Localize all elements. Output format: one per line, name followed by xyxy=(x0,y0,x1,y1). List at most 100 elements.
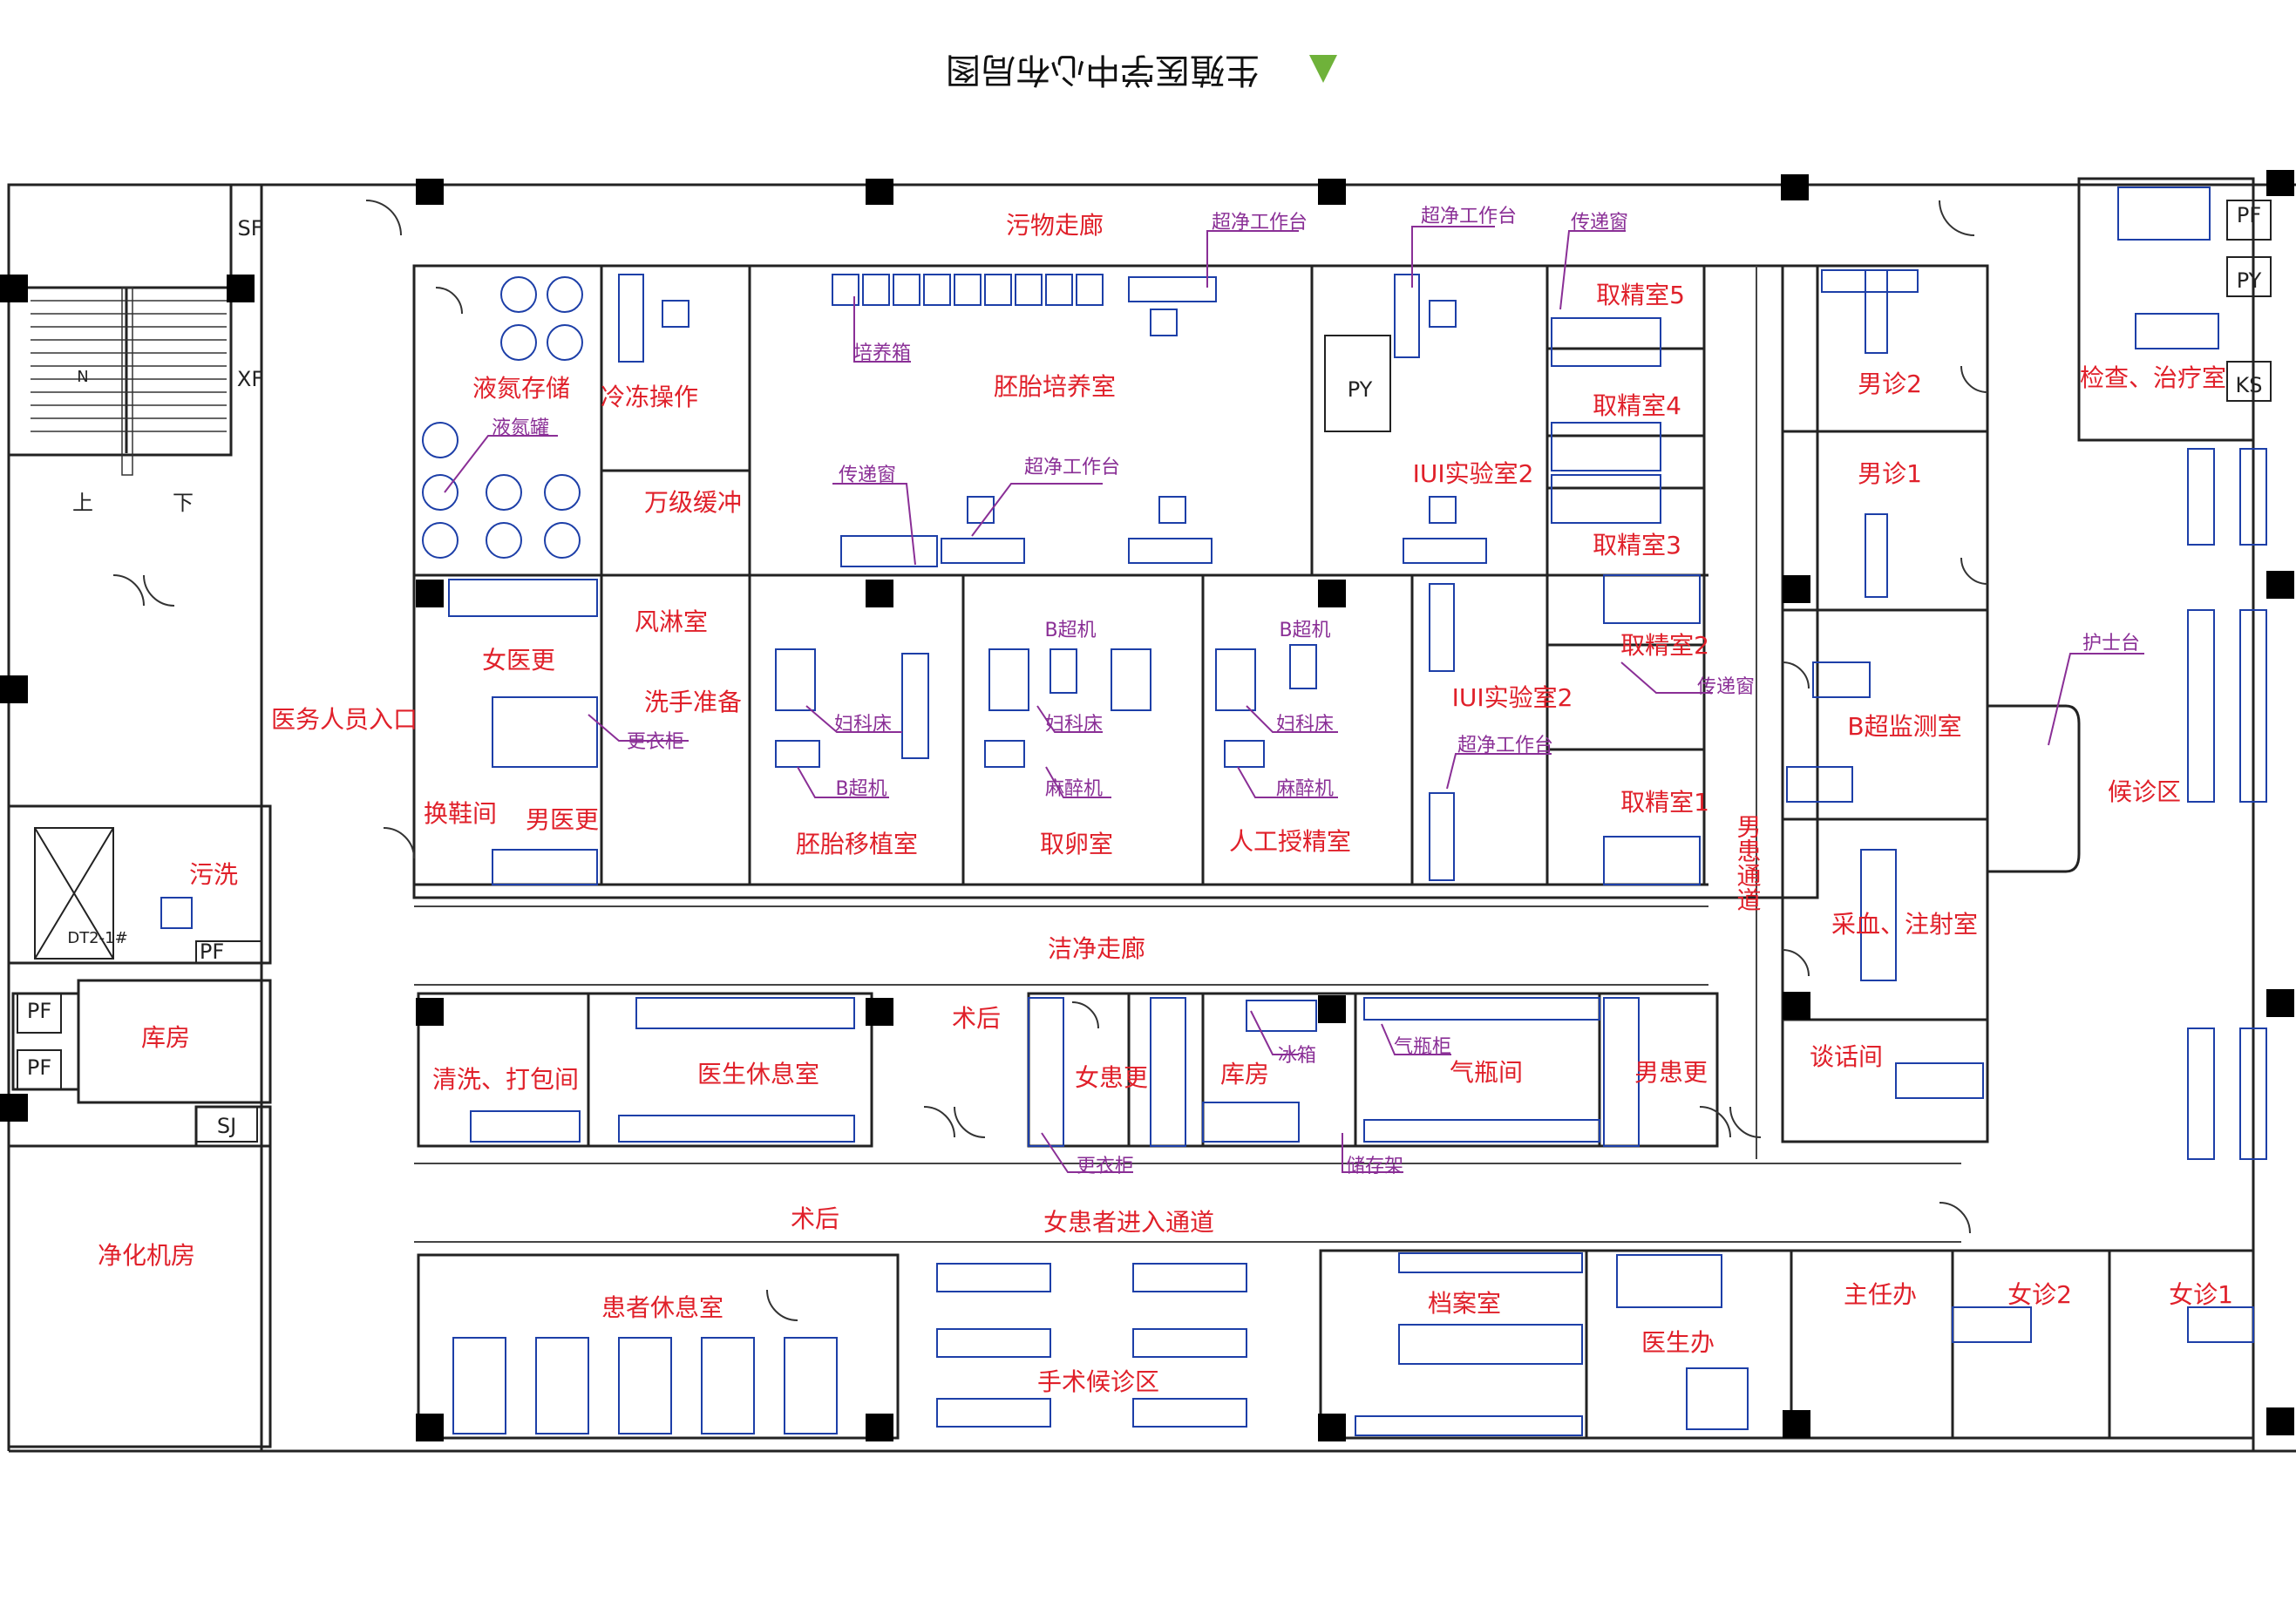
room-shoe-change: 换鞋间 xyxy=(424,799,497,828)
label-stair-down: 下 xyxy=(173,491,194,515)
room-dirty-corridor: 污物走廊 xyxy=(1006,211,1104,240)
label-anesthesia-1: 麻醉机 xyxy=(1045,778,1103,800)
ln-tanks xyxy=(422,276,583,559)
room-patient-rest: 患者休息室 xyxy=(601,1293,723,1322)
room-sperm5: 取精室5 xyxy=(1596,281,1685,309)
label-gyn-bed-3: 妇科床 xyxy=(1276,714,1334,736)
room-iui-lab-top: IUI实验室2 xyxy=(1413,459,1534,488)
clean-bench xyxy=(1429,792,1455,881)
equipment xyxy=(160,187,2267,1436)
label-pass-window-2: 传递窗 xyxy=(839,465,896,486)
equipment-labels: 液氮罐 培养箱 超净工作台 超净工作台 传递窗 传递窗 超净工作台 B超机 B超… xyxy=(492,206,2140,1177)
walls xyxy=(7,177,2296,1453)
label-anesthesia-2: 麻醉机 xyxy=(1276,778,1334,800)
title-block: 生殖医学中心布局图 xyxy=(946,50,1337,90)
label-b-mode-1: B超机 xyxy=(1044,620,1096,641)
room-egg-retrieval: 取卵室 xyxy=(1040,830,1113,858)
label-sj: SJ xyxy=(217,1114,236,1138)
corridor-walls xyxy=(414,266,1961,1243)
label-clean-bench-1: 超净工作台 xyxy=(1212,212,1308,234)
room-female1: 女诊1 xyxy=(2169,1280,2233,1309)
label-clean-bench-4: 超净工作台 xyxy=(1457,735,1553,756)
label-nurse-station: 护士台 xyxy=(2082,633,2140,655)
label-pf-4: PF xyxy=(27,1055,51,1080)
room-sperm2: 取精室2 xyxy=(1620,631,1709,660)
room-iui-lab-mid: IUI实验室2 xyxy=(1452,683,1573,712)
label-fridge: 冰箱 xyxy=(1278,1045,1316,1067)
archive-shelves xyxy=(1355,1252,1583,1436)
room-male-passage: 男患通道 xyxy=(1734,814,1763,912)
shaft-boxes xyxy=(17,200,2272,1143)
room-insemination: 人工授精室 xyxy=(1229,827,1351,856)
room-embryo-transfer: 胚胎移植室 xyxy=(796,830,918,858)
shaft-labels: SF XF PF PY KS PY PF PF PF SJ DT2-1# 上 下… xyxy=(27,203,2263,1138)
clean-bench xyxy=(1403,538,1487,564)
room-waiting: 候诊区 xyxy=(2108,777,2181,806)
room-male-staff: 男医更 xyxy=(526,805,599,834)
clean-bench xyxy=(1429,583,1455,672)
room-clean-corridor: 洁净走廊 xyxy=(1048,934,1145,963)
room-female-staff: 女医更 xyxy=(482,646,555,675)
title-marker-icon xyxy=(1309,55,1337,83)
label-locker-2: 更衣柜 xyxy=(1077,1156,1134,1177)
label-gas-cabinet: 气瓶柜 xyxy=(1394,1036,1451,1058)
label-b-mode-3: B超机 xyxy=(835,778,886,800)
room-warehouse-mid: 库房 xyxy=(1220,1060,1269,1089)
room-sperm4: 取精室4 xyxy=(1593,391,1681,420)
label-storage-rack: 储存架 xyxy=(1346,1156,1403,1177)
room-post-op-2: 术后 xyxy=(791,1204,839,1233)
leader-lines xyxy=(444,226,2144,1173)
surgery-waiting-seats xyxy=(936,1263,1247,1428)
room-post-op-1: 术后 xyxy=(952,1004,1001,1033)
incubators xyxy=(832,274,1104,306)
room-blood-injection: 采血、注射室 xyxy=(1831,910,1978,939)
room-female-entrance: 女患者进入通道 xyxy=(1043,1208,1214,1237)
room-sluice: 污洗 xyxy=(189,860,238,889)
waiting-seats xyxy=(2187,448,2267,1160)
room-ln-storage: 液氮存储 xyxy=(472,374,570,403)
room-hand-wash: 洗手准备 xyxy=(644,688,742,716)
room-air-shower: 风淋室 xyxy=(635,607,708,636)
room-gas-room: 气瓶间 xyxy=(1450,1058,1523,1087)
page-title: 生殖医学中心布局图 xyxy=(946,50,1260,90)
room-male2: 男诊2 xyxy=(1858,370,1922,398)
label-b-mode-2: B超机 xyxy=(1279,620,1330,641)
label-elevator: DT2-1# xyxy=(67,929,127,947)
label-clean-bench-2: 超净工作台 xyxy=(1421,206,1517,227)
label-incubator: 培养箱 xyxy=(853,343,911,364)
room-talk-room: 谈话间 xyxy=(1810,1042,1883,1071)
label-clean-bench-3: 超净工作台 xyxy=(1024,457,1120,478)
room-doctor-rest: 医生休息室 xyxy=(697,1060,819,1089)
clean-bench xyxy=(1394,274,1420,358)
room-sperm1: 取精室1 xyxy=(1620,788,1709,817)
label-gyn-bed-1: 妇科床 xyxy=(834,714,892,736)
clean-bench xyxy=(1128,538,1213,564)
room-surgery-waiting: 手术候诊区 xyxy=(1037,1367,1159,1396)
label-pass-window-1: 传递窗 xyxy=(1571,212,1628,234)
clean-bench xyxy=(941,538,1025,564)
room-sperm3: 取精室3 xyxy=(1593,531,1681,560)
room-exam: 检查、治疗室 xyxy=(2080,363,2226,392)
clean-bench xyxy=(840,535,938,567)
room-purification: 净化机房 xyxy=(98,1241,195,1270)
label-pf-1: PF xyxy=(2237,203,2261,227)
label-locker-1: 更衣柜 xyxy=(627,731,684,753)
room-archive: 档案室 xyxy=(1428,1289,1501,1318)
desks xyxy=(1616,187,2254,1430)
label-sf: SF xyxy=(237,216,262,241)
room-doctor-office: 医生办 xyxy=(1641,1328,1715,1357)
doors xyxy=(112,200,1988,1321)
room-male1: 男诊1 xyxy=(1858,459,1922,488)
clean-bench xyxy=(1128,276,1217,302)
room-labels: 污物走廊 液氮存储 冷冻操作 胚胎培养室 IUI实验室2 取精室5 取精室4 取… xyxy=(98,211,2233,1396)
room-female-patient-change: 女患更 xyxy=(1075,1063,1148,1092)
room-buffer: 万级缓冲 xyxy=(644,488,742,517)
gyn-beds xyxy=(775,644,1317,768)
label-gyn-bed-2: 妇科床 xyxy=(1045,714,1103,736)
room-warehouse-left: 库房 xyxy=(141,1023,190,1052)
room-staff-entrance: 医务人员入口 xyxy=(271,705,418,734)
room-male-patient-change: 男患更 xyxy=(1634,1058,1708,1087)
staircase xyxy=(31,287,227,476)
collection-beds xyxy=(1551,317,1701,885)
